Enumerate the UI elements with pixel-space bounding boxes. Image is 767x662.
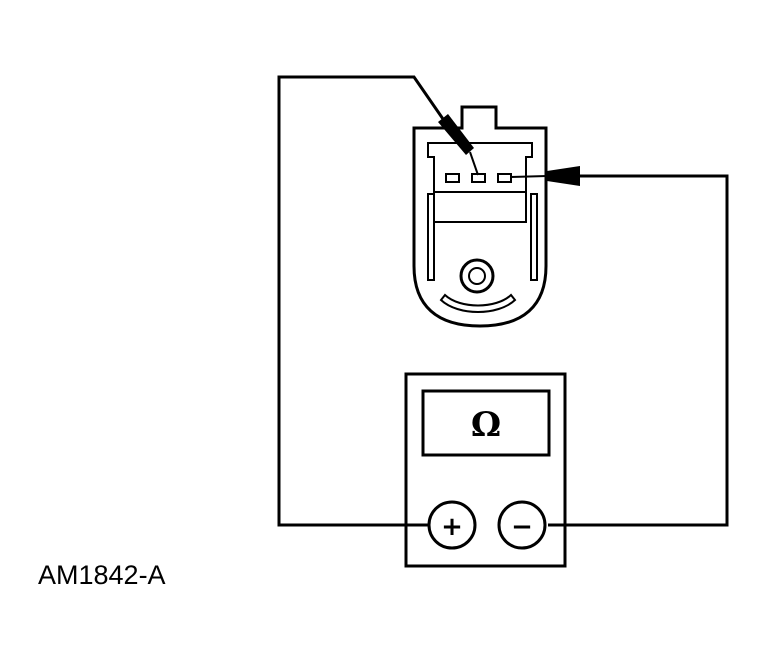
wires xyxy=(277,75,729,527)
ohm-symbol: Ω xyxy=(471,405,501,445)
terminal-1 xyxy=(445,173,460,183)
pivot-inner-ring xyxy=(468,267,486,285)
ohmmeter: Ω + − xyxy=(404,372,567,568)
meter-display xyxy=(421,389,551,457)
positive-jack xyxy=(427,500,477,550)
connector-body xyxy=(427,142,533,223)
positive-probe-body xyxy=(438,114,474,155)
figure-id-label: AM1842-A xyxy=(38,560,166,590)
pivot-outer-ring xyxy=(459,258,495,294)
meter-case xyxy=(404,372,567,568)
negative-probe-body xyxy=(547,166,580,186)
negative-jack xyxy=(497,500,547,550)
sensor-component xyxy=(412,105,548,328)
left-guide-rail xyxy=(427,193,435,281)
negative-jack-label: − xyxy=(511,512,533,542)
negative-lead-wire xyxy=(548,174,729,527)
right-guide-rail xyxy=(530,193,538,281)
positive-probe-tip xyxy=(469,151,479,176)
test-probes xyxy=(438,114,580,186)
terminal-2 xyxy=(471,173,486,183)
sensor-housing xyxy=(412,105,548,328)
lower-arc-slot xyxy=(439,293,517,313)
terminal-3 xyxy=(497,173,512,183)
positive-lead-wire xyxy=(277,75,454,527)
positive-jack-label: + xyxy=(441,512,463,542)
negative-probe-tip xyxy=(510,175,548,178)
